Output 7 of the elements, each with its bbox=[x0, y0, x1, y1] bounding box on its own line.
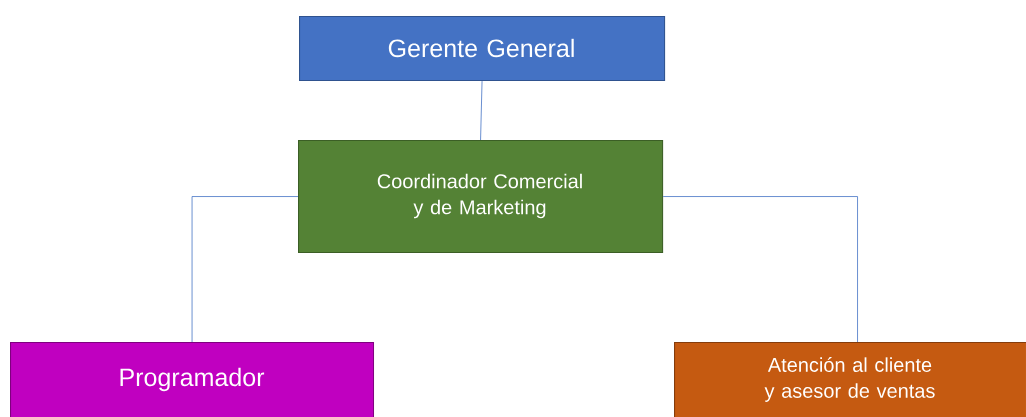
org-box: Programador bbox=[10, 342, 375, 417]
org-box: Atención al cliente y asesor de ventas bbox=[674, 342, 1026, 417]
connector-line bbox=[480, 80, 483, 141]
connector-line bbox=[662, 196, 858, 343]
org-box: Gerente General bbox=[299, 16, 666, 82]
connector-line bbox=[191, 196, 299, 343]
org-box: Coordinador Comercial y de Marketing bbox=[298, 140, 664, 254]
